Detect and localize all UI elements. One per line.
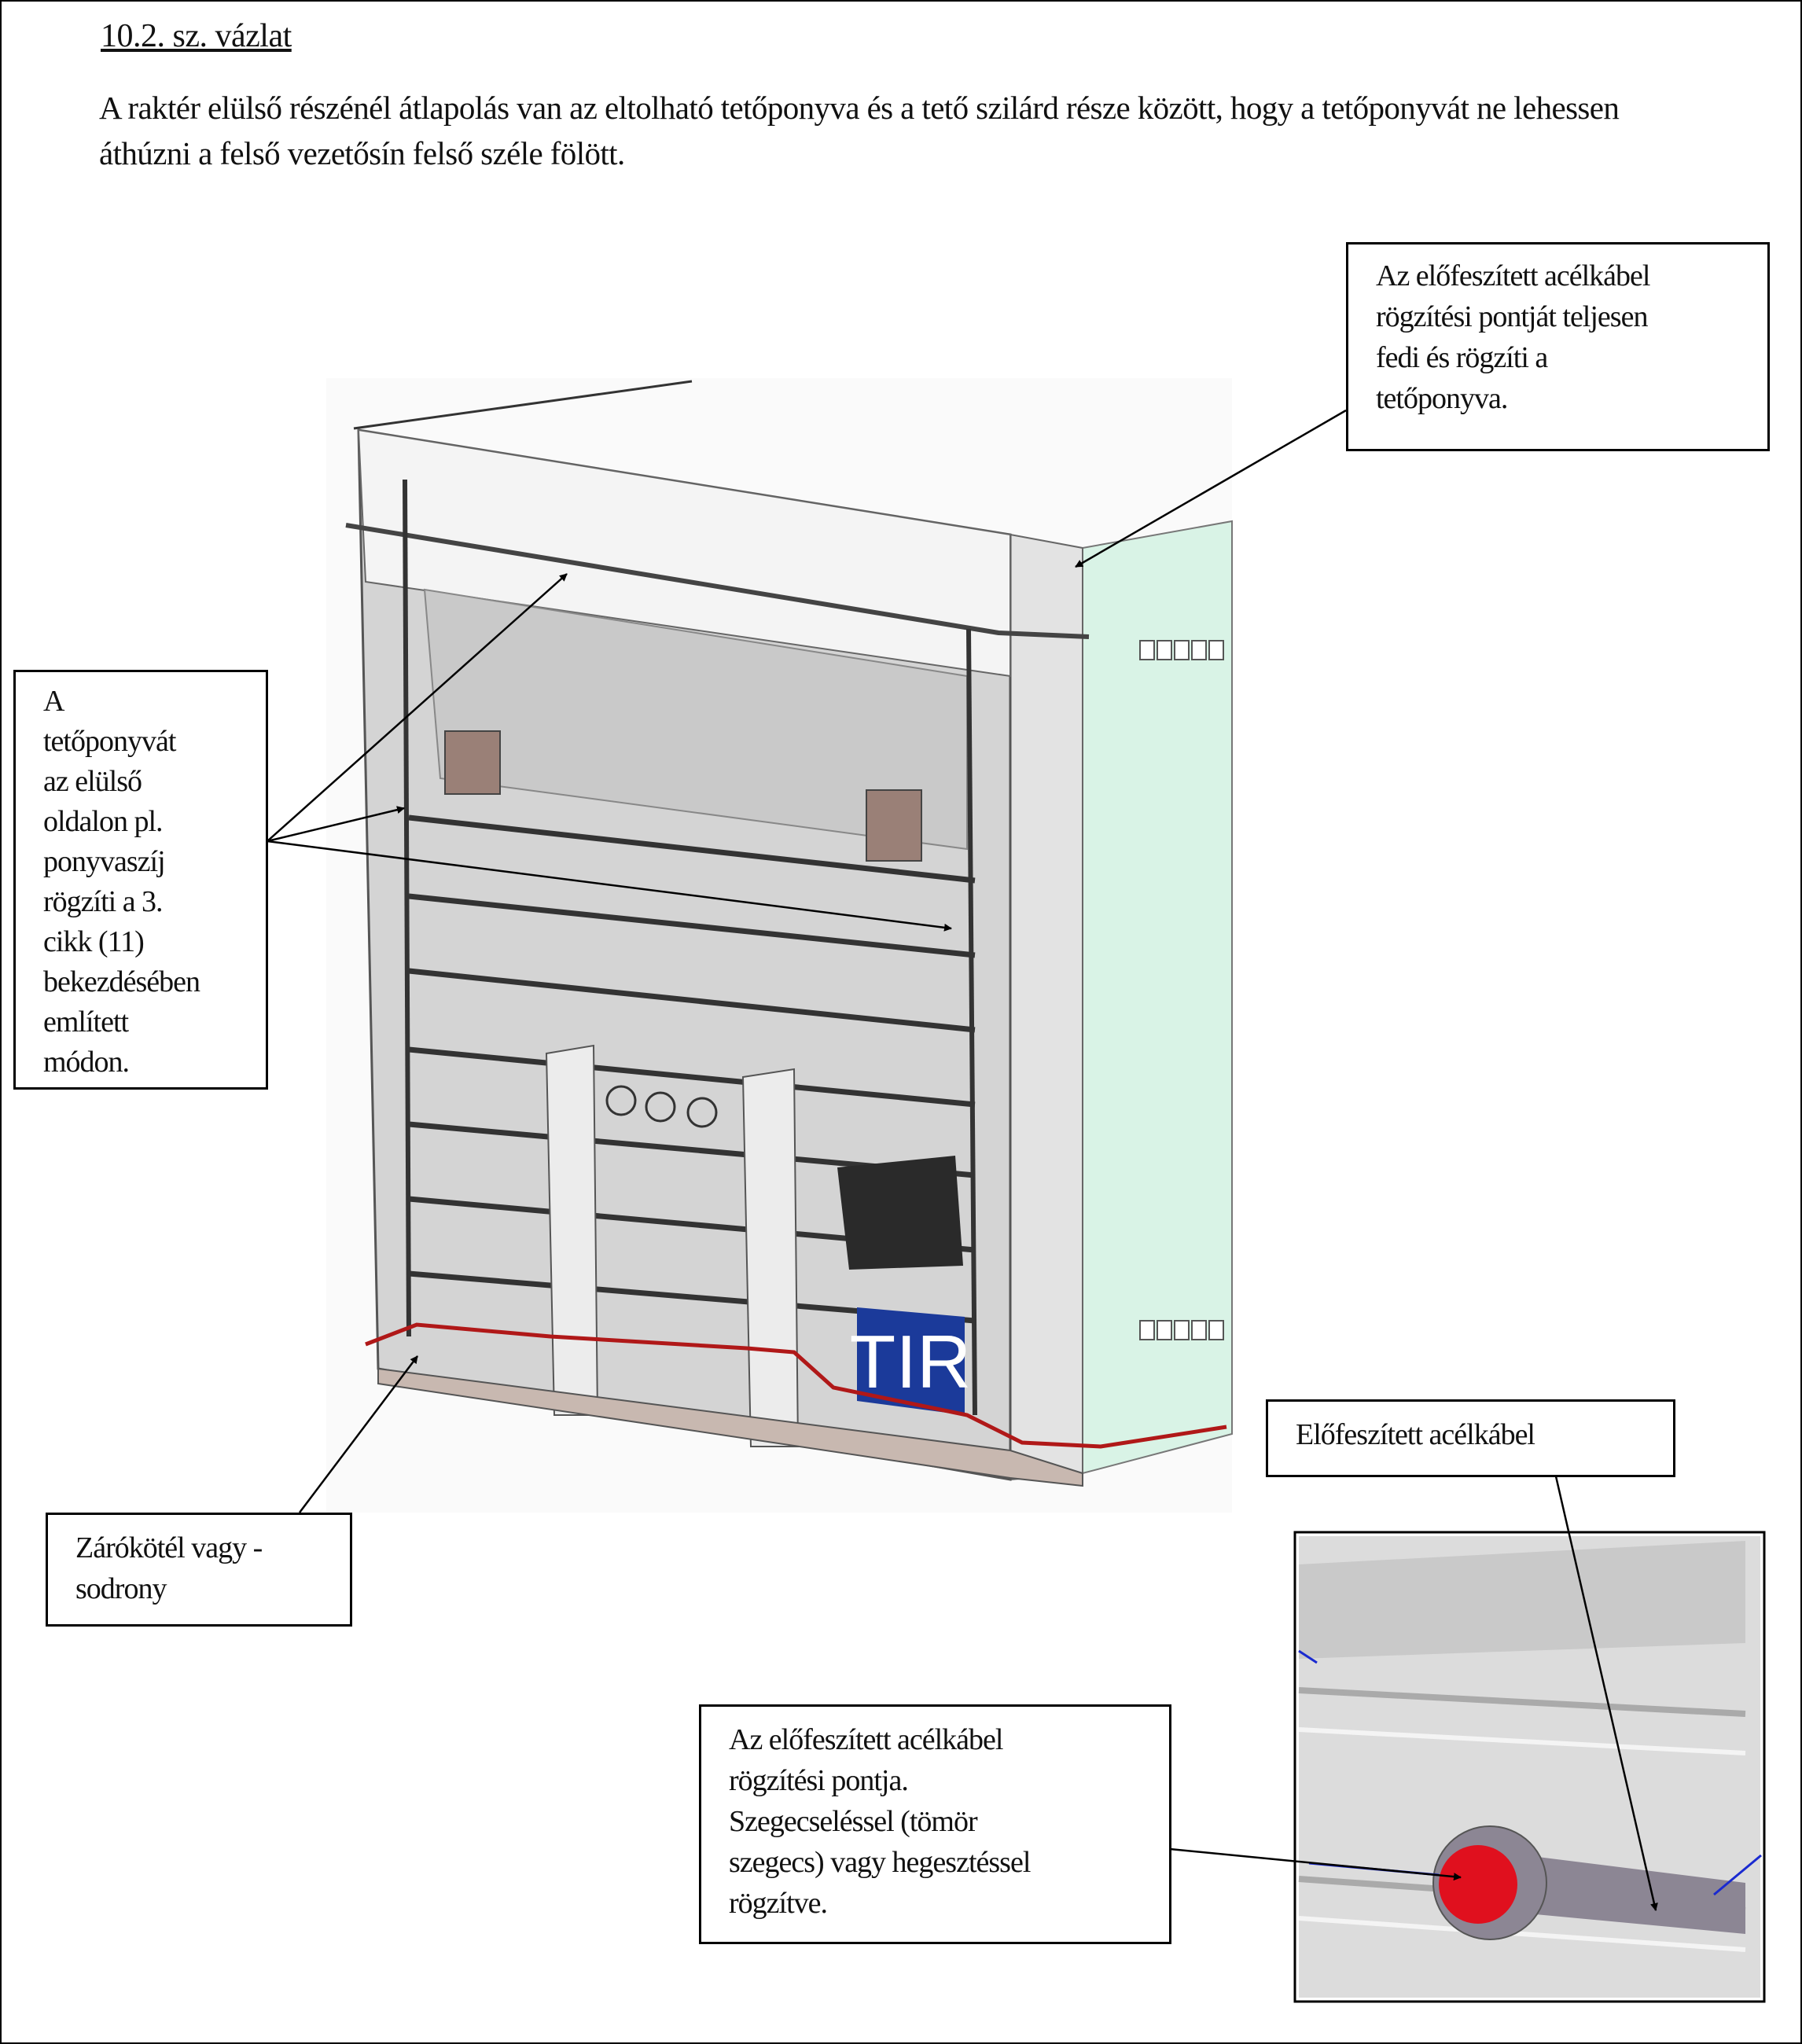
tool-box [837,1156,963,1270]
callout-line: bekezdésében [43,965,200,998]
roof-edge [353,380,693,430]
callout-line: Előfeszített acélkábel [1296,1418,1535,1451]
corner-post [1009,533,1083,1481]
callout-line: rögzítési pontját teljesen [1376,300,1648,333]
anchor-point [1439,1845,1517,1924]
callout-line: az elülső [43,765,142,798]
bracket-right [741,1068,800,1447]
left-post [403,479,411,1337]
callout-line: tetőponyva. [1376,382,1508,415]
intro-paragraph: A raktér elülső részénél átlapolás van a… [99,90,1620,171]
callout-line: sodrony [75,1572,167,1605]
base-rail [377,1367,1083,1487]
inset-detail [1293,1531,1766,2003]
callout-line: Az előfeszített acélkábel [1376,259,1650,292]
callout-line: ponyvaszíj [43,845,166,878]
callout-top-right: Az előfeszített acélkábel rögzítési pont… [1346,242,1770,451]
side-vents [1139,640,1224,1340]
right-post [966,628,977,1416]
callout-line: rögzítési pontja. [729,1764,909,1797]
callout-line: említett [43,1005,129,1039]
callout-anchor: Az előfeszített acélkábel rögzítési pont… [699,1704,1171,1944]
callout-line: rögzítve. [729,1887,828,1920]
callout-line: tetőponyvát [43,725,176,758]
leader-lines [267,409,1658,1911]
callout-line: Zárókötél vagy - [75,1531,263,1564]
callout-cable: Előfeszített acélkábel [1266,1399,1675,1477]
callout-line: módon. [43,1046,130,1079]
callout-line: Az előfeszített acélkábel [729,1723,1003,1756]
callout-left: A tetőponyvát az elülső oldalon pl. pony… [13,670,268,1090]
top-rail [345,523,1090,639]
callout-line: rögzíti a 3. [43,885,164,918]
top-cap [357,428,1011,678]
tir-sign [857,1307,965,1415]
buckle-right [866,789,922,862]
callout-bottom-left: Zárókötél vagy - sodrony [46,1513,352,1627]
upper-recess [423,588,968,851]
callout-line: fedi és rögzíti a [1376,341,1548,374]
buckle-left [444,730,501,795]
figure-title: 10.2. sz. vázlat [101,18,292,54]
callout-line: cikk (11) [43,925,145,958]
callout-line: szegecs) vagy hegesztéssel [729,1846,1031,1879]
callout-line: Szegecseléssel (tömör [729,1805,978,1838]
callout-line: oldalon pl. [43,805,164,838]
tir-sign-text: TIR [850,1320,972,1404]
bracket-left [545,1044,599,1416]
tir-cable [365,1322,1227,1449]
callout-line: A [43,685,64,718]
